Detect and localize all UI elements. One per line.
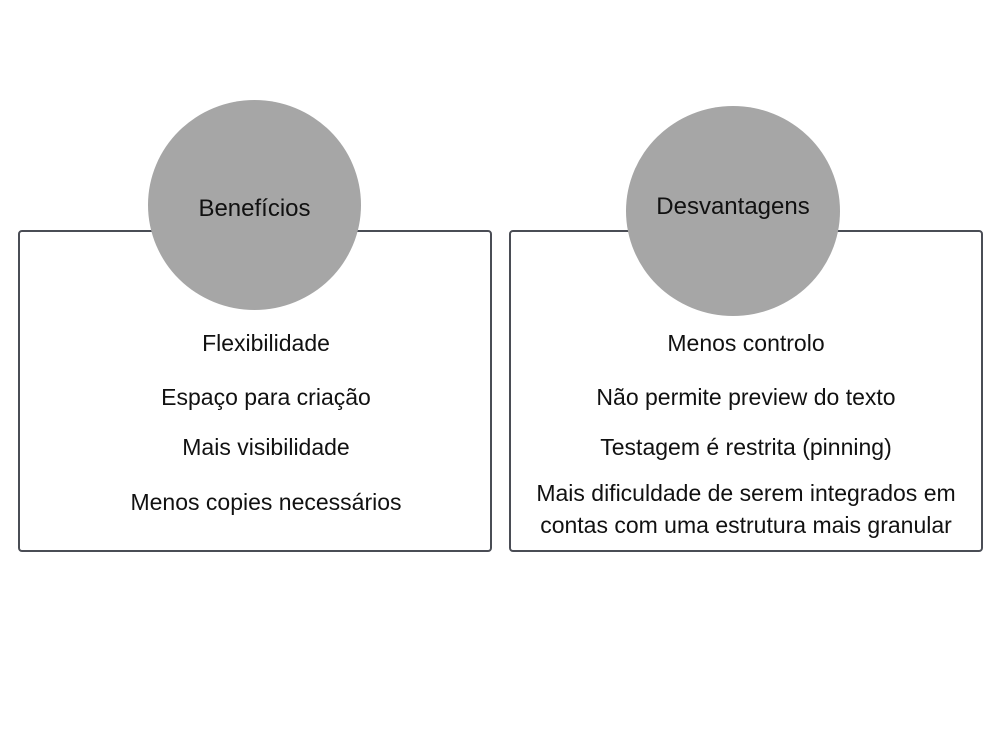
benefits-heading-circle: Benefícios bbox=[148, 100, 361, 310]
benefit-item: Mais visibilidade bbox=[182, 434, 350, 460]
benefit-item: Flexibilidade bbox=[202, 330, 330, 356]
disadvantages-title: Desvantagens bbox=[656, 193, 810, 220]
disadvantages-heading-circle: Desvantagens bbox=[626, 106, 840, 316]
disadvantage-item: Mais dificuldade de serem integrados em … bbox=[536, 480, 956, 538]
disadvantage-item: Não permite preview do texto bbox=[596, 384, 896, 410]
disadvantage-item: Testagem é restrita (pinning) bbox=[600, 434, 892, 460]
benefits-title: Benefícios bbox=[198, 195, 311, 222]
disadvantage-item: Menos controlo bbox=[667, 330, 825, 356]
benefit-item: Menos copies necessários bbox=[130, 489, 402, 515]
benefit-item: Espaço para criação bbox=[161, 384, 371, 410]
